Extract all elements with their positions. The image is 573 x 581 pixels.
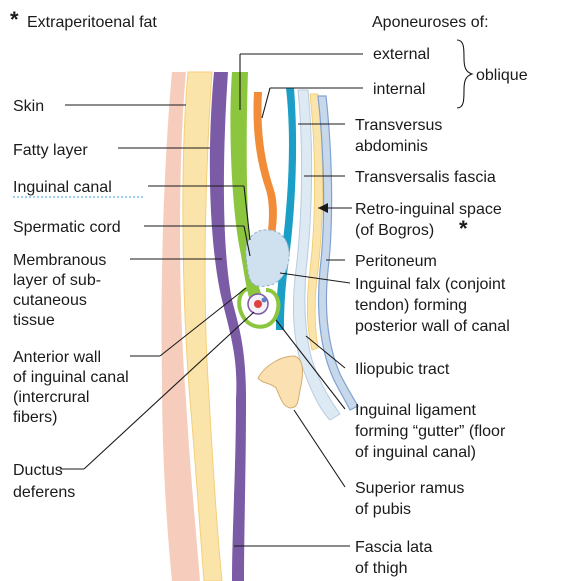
ligament-label-1: Inguinal ligament bbox=[355, 402, 477, 419]
internal-label: internal bbox=[373, 81, 425, 98]
ligament-label-2: forming “gutter” (floor bbox=[355, 423, 506, 440]
retro-label-1: Retro-inguinal space bbox=[355, 201, 502, 218]
leader-lines bbox=[60, 40, 472, 546]
spermatic-cord-label: Spermatic cord bbox=[13, 219, 121, 236]
ductus-label-2: deferens bbox=[13, 484, 75, 501]
legend-star: * bbox=[10, 7, 19, 32]
membranous-label-2: layer of sub- bbox=[13, 272, 101, 289]
anterior-wall-label-3: (intercrural bbox=[13, 389, 89, 406]
retro-star: * bbox=[459, 216, 468, 241]
anterior-wall-label-2: of inguinal canal bbox=[13, 369, 129, 386]
oblique-label: oblique bbox=[476, 67, 528, 84]
skin-label: Skin bbox=[13, 98, 44, 115]
retro-label-2: (of Bogros) bbox=[355, 222, 434, 239]
legend-text: Extraperitoenal fat bbox=[27, 14, 157, 31]
falx-label-1: Inguinal falx (conjoint bbox=[355, 276, 506, 293]
ductus-label-1: Ductus bbox=[13, 462, 63, 479]
anterior-wall-label-1: Anterior wall bbox=[13, 349, 101, 366]
ductus-deferens-shape bbox=[248, 294, 268, 314]
membranous-label-1: Membranous bbox=[13, 252, 106, 269]
transversalis-label: Transversalis fascia bbox=[355, 169, 496, 186]
fascia-lata-label-1: Fascia lata bbox=[355, 539, 432, 556]
legend: * Extraperitoenal fat bbox=[10, 7, 157, 32]
ramus-label-1: Superior ramus bbox=[355, 480, 464, 497]
superior-ramus-shape bbox=[258, 356, 302, 408]
inguinal-canal-label: Inguinal canal bbox=[13, 179, 112, 196]
ramus-label-2: of pubis bbox=[355, 501, 411, 518]
external-label: external bbox=[373, 46, 430, 63]
transversus-label-1: Transversus bbox=[355, 117, 442, 134]
transversus-label-2: abdominis bbox=[355, 138, 428, 155]
falx-label-3: posterior wall of canal bbox=[355, 318, 510, 335]
falx-label-2: tendon) forming bbox=[355, 297, 467, 314]
transversus-abdominis bbox=[276, 88, 296, 330]
membranous-label-3: cutaneous bbox=[13, 292, 87, 309]
fatty-layer-label: Fatty layer bbox=[13, 142, 88, 159]
membranous-label-4: tissue bbox=[13, 312, 55, 329]
iliopubic-label: Iliopubic tract bbox=[355, 361, 450, 378]
peritoneum-label: Peritoneum bbox=[355, 253, 437, 270]
aponeuroses-heading: Aponeuroses of: bbox=[372, 14, 489, 31]
ligament-label-3: of inguinal canal) bbox=[355, 444, 476, 461]
fascia-lata-label-2: of thigh bbox=[355, 560, 407, 577]
anterior-wall-label-4: fibers) bbox=[13, 409, 57, 426]
